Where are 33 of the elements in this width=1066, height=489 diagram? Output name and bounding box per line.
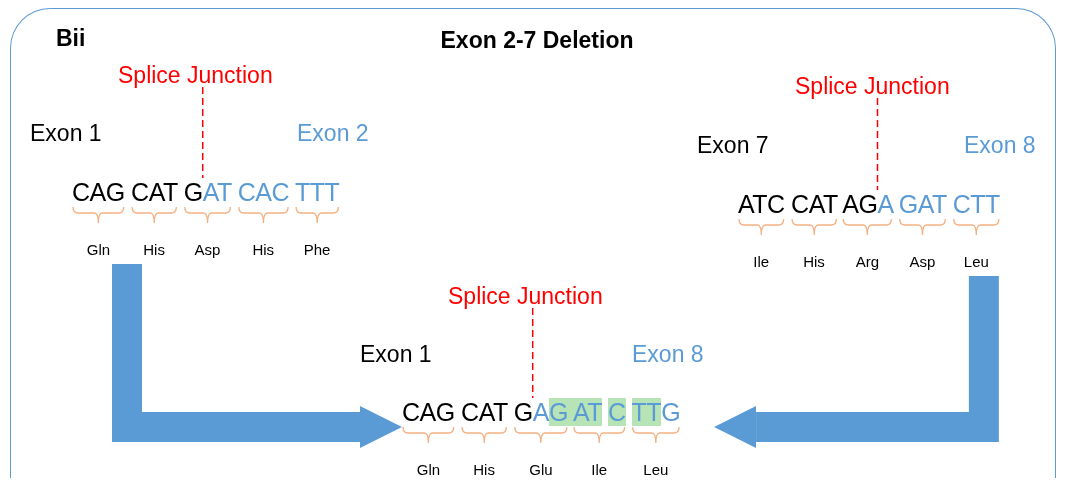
dna-sequence: ATC CAT AGA GAT CTT (738, 190, 1000, 218)
junction-label: Splice Junction (448, 285, 603, 308)
junction-label: Splice Junction (795, 75, 950, 98)
exon-label: Exon 1 (360, 343, 432, 366)
amino-acid-label: Asp (909, 254, 936, 269)
amino-acid-label: Arg (855, 254, 880, 269)
amino-acid-label: Ile (753, 254, 770, 269)
amino-acid-label: Leu (963, 254, 989, 269)
block-arrow (112, 264, 402, 448)
amino-acid-label: Gln (416, 462, 441, 477)
amino-acid-label: His (143, 242, 165, 257)
amino-acid-label: Ile (591, 462, 608, 477)
exon-label: Exon 8 (632, 343, 704, 366)
exon-label: Exon 8 (964, 134, 1036, 157)
amino-acid-label: Leu (643, 462, 669, 477)
splice-junction-line (531, 307, 534, 399)
exon-label: Exon 2 (297, 122, 369, 145)
junction-label: Splice Junction (118, 64, 273, 87)
block-arrow (714, 276, 999, 448)
amino-acid-label: His (473, 462, 495, 477)
exon-label: Exon 7 (697, 134, 769, 157)
diagram-title: Exon 2-7 Deletion (440, 27, 634, 54)
exon-label: Exon 1 (30, 122, 102, 145)
panel-label: Bii (56, 27, 86, 50)
amino-acid-label: His (252, 242, 275, 257)
amino-acid-label: Phe (303, 242, 331, 257)
dna-sequence: CAG CAT GAT CAC TTT (72, 178, 340, 206)
splice-junction-line (201, 86, 204, 179)
amino-acid-label: His (803, 254, 825, 269)
splice-junction-line (876, 97, 879, 191)
amino-acid-label: Asp (194, 242, 221, 257)
amino-acid-label: Gln (86, 242, 111, 257)
amino-acid-label: Glu (529, 462, 553, 477)
